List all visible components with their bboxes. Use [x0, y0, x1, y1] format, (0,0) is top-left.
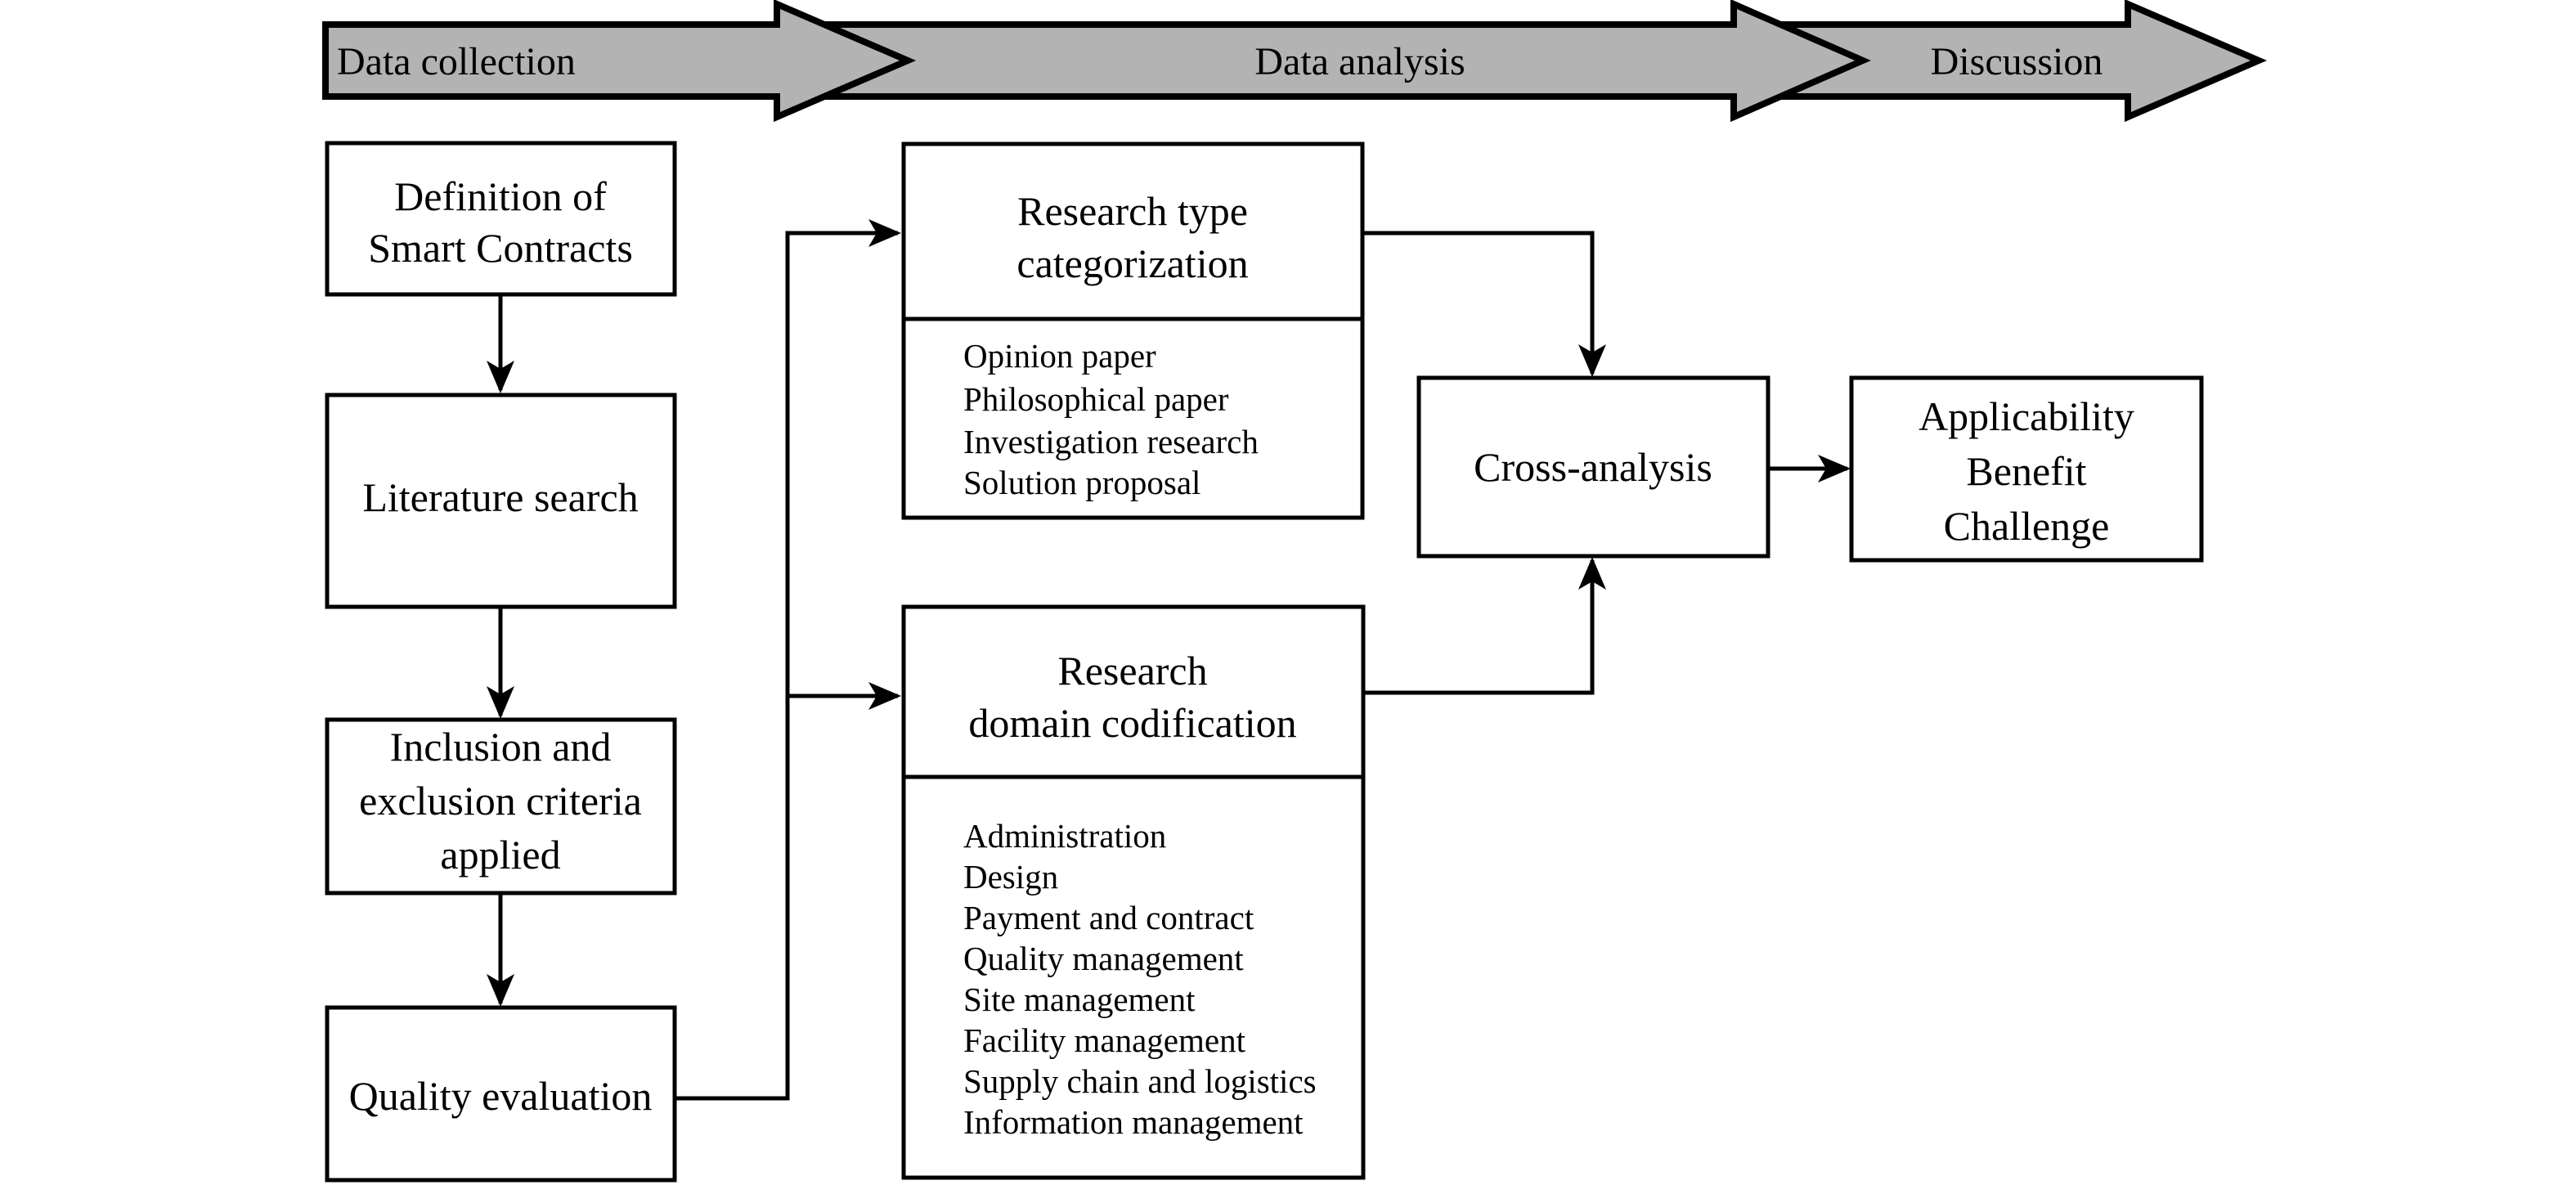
collection-column: Definition of Smart Contracts Literature…	[325, 141, 677, 1183]
research-type-item: Solution proposal	[963, 464, 1200, 501]
box-criteria-line2: exclusion criteria	[359, 778, 642, 824]
research-type-title-line1: Research type	[1017, 188, 1248, 234]
box-outcomes	[1849, 375, 2204, 563]
research-domain-item: Site management	[963, 981, 1196, 1018]
phase-arrow-data-collection	[322, 0, 917, 123]
cross-analysis-label: Cross-analysis	[1474, 444, 1712, 490]
box-definition-line2: Smart Contracts	[368, 225, 633, 271]
box-definition-line1: Definition of	[394, 173, 607, 219]
outcome-line2: Benefit	[1966, 448, 2086, 494]
research-type-box: Research type categorization Opinion pap…	[901, 141, 1365, 520]
research-domain-item: Facility management	[963, 1021, 1246, 1059]
research-domain-item: Administration	[963, 817, 1166, 855]
phase-label-data-analysis: Data analysis	[1254, 40, 1465, 83]
cross-analysis-box: Cross-analysis	[1416, 375, 1770, 559]
research-domain-box: Research domain codification Administrat…	[901, 604, 1366, 1180]
phase-banner: Data collection Data analysis Discussion	[322, 0, 2268, 123]
box-criteria-line3: applied	[440, 832, 560, 878]
research-domain-item: Design	[963, 858, 1058, 895]
research-type-item: Investigation research	[963, 423, 1259, 460]
research-domain-title-line1: Research	[1057, 648, 1207, 693]
outcome-line1: Applicability	[1919, 393, 2134, 439]
phase-label-discussion: Discussion	[1931, 40, 2103, 83]
phase-label-data-collection: Data collection	[337, 40, 576, 83]
outcomes-box: Applicability Benefit Challenge	[1849, 375, 2204, 563]
outcome-line3: Challenge	[1944, 503, 2110, 549]
research-domain-item: Supply chain and logistics	[963, 1062, 1317, 1100]
research-domain-item: Information management	[963, 1103, 1304, 1141]
research-type-item: Philosophical paper	[963, 380, 1229, 418]
box-criteria-line1: Inclusion and	[390, 724, 612, 770]
connector-quality-to-research-type	[675, 219, 901, 1101]
research-domain-item: Payment and contract	[963, 899, 1254, 936]
box-quality-label: Quality evaluation	[349, 1073, 653, 1119]
box-cross-analysis	[1416, 375, 1770, 559]
connector-research-type-to-cross	[1362, 231, 1606, 377]
box-quality-evaluation	[325, 1005, 677, 1183]
box-research-domain	[901, 604, 1366, 1180]
research-domain-title-line2: domain codification	[968, 700, 1296, 746]
box-literature-label: Literature search	[362, 474, 638, 520]
research-type-title-line2: categorization	[1016, 240, 1248, 286]
phase-arrow-discussion	[1730, 0, 2268, 123]
phase-arrow-data-analysis	[774, 0, 1871, 123]
research-domain-item: Quality management	[963, 940, 1244, 977]
box-research-type	[901, 141, 1365, 520]
research-type-item: Opinion paper	[963, 337, 1156, 375]
connector-research-domain-to-cross	[1363, 557, 1606, 695]
box-definition-smart-contracts	[325, 141, 677, 297]
